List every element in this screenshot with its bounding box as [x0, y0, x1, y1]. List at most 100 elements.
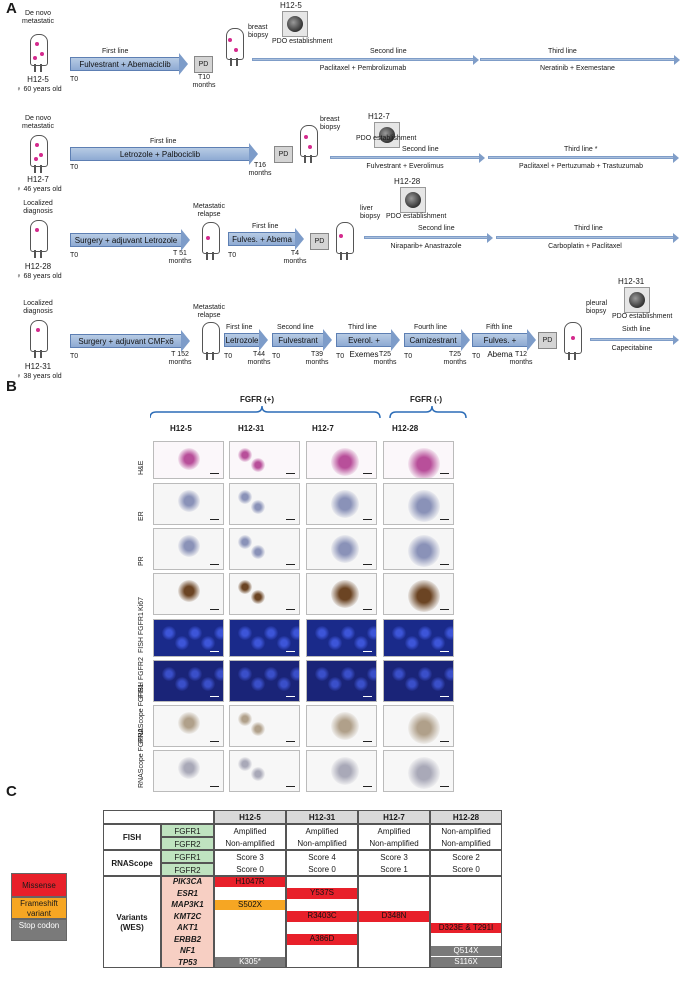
biopsy-line: biopsy [320, 124, 341, 131]
first-line-label: First line [102, 48, 129, 55]
fish-value: Non-amplified [358, 837, 430, 850]
section-label-line: (WES) [120, 923, 144, 932]
variant-cell [287, 899, 357, 910]
biopsy-line: pleural [586, 300, 608, 307]
second-line-arrow [330, 153, 485, 163]
line-t0: T0 [224, 353, 233, 360]
t-surg-unit: months [168, 359, 192, 366]
second-line-label: Second line [402, 146, 439, 153]
t-end-value: T16 [253, 162, 267, 169]
biopsy-line: breast [320, 116, 340, 123]
variant-cell [287, 922, 357, 933]
row-label: Ki67 [138, 596, 145, 611]
header-line: diagnosis [23, 308, 53, 315]
case-header: Localized diagnosis [14, 300, 62, 316]
t-end-value: T44 [252, 351, 266, 358]
line-tend: T25 months [370, 351, 400, 367]
patient-age: ♀ 68 years old [16, 273, 62, 280]
pdo-label: PDO establishment [272, 38, 333, 45]
col-header: H12-7 [312, 424, 334, 433]
case-header: De novo metastatic [14, 10, 62, 26]
variant-cell: S502X [215, 899, 285, 910]
line-t0: T0 [404, 353, 413, 360]
line-tend: T12 months [506, 351, 536, 367]
biopsy-label: breast biopsy [320, 116, 340, 132]
group-neg-label: FGFR (-) [410, 395, 442, 404]
header-line: Localized [23, 300, 53, 307]
gene-label: ESR1 [161, 887, 214, 899]
t-surg-value: T 152 [171, 351, 189, 358]
histology-image [153, 573, 224, 615]
pd-box: PD [274, 146, 293, 163]
pdo-id: H12-31 [618, 277, 645, 286]
histology-image [383, 619, 454, 657]
histology-image [229, 573, 300, 615]
table-header: H12-28 [430, 810, 502, 824]
table-header: H12-31 [286, 810, 358, 824]
gene-label: MAP3K1 [161, 899, 214, 911]
organoid-image [374, 122, 400, 148]
biopsy-label: breast biopsy [248, 24, 268, 40]
histology-image [306, 750, 377, 792]
first-line-label: First line [252, 223, 279, 230]
histology-image [153, 705, 224, 747]
variant-cell [287, 945, 357, 956]
histology-image [306, 483, 377, 525]
group-pos-label: FGFR (+) [240, 395, 274, 404]
t-end-unit: months [192, 82, 216, 89]
surgery-arrow: Surgery + adjuvant Letrozole [70, 229, 190, 251]
rnascope-value: Score 0 [286, 863, 358, 876]
header-line: De novo [24, 115, 52, 122]
t-end-value: T25 [448, 351, 462, 358]
patient-figure [26, 34, 50, 72]
variant-cell: Y537S [287, 888, 357, 899]
biopsy-figure [560, 322, 584, 360]
relapse-label: Metastatic relapse [184, 304, 234, 320]
t0-label: T0 [70, 76, 79, 83]
line-arrow: Camizestrant [404, 329, 470, 351]
histology-image [306, 528, 377, 570]
biopsy-line: biopsy [248, 32, 269, 39]
t0-label: T0 [70, 252, 79, 259]
legend-frameshift: Frameshift variant [11, 897, 67, 919]
rnascope-value: Score 1 [358, 863, 430, 876]
sixth-line-drug: Capecitabine [611, 345, 653, 352]
legend-label: Stop codon [18, 921, 60, 930]
relapse-figure [198, 322, 222, 360]
line-tend: T44 months [244, 351, 274, 367]
histology-image [383, 528, 454, 570]
organoid-image [624, 287, 650, 313]
variant-cell: R3403C [287, 911, 357, 922]
line-arrow: Fulves. + Abema [472, 329, 536, 359]
t-end-unit: months [283, 258, 307, 265]
pd-box: PD [310, 233, 329, 250]
t0-label: T0 [70, 164, 79, 171]
relapse-line: Metastatic [193, 304, 225, 311]
case-header: De novo metastatic [14, 115, 62, 131]
variant-cell [359, 957, 429, 968]
biopsy-line: biopsy [586, 308, 607, 315]
patient-id: H12-7 [27, 175, 49, 184]
line-t0: T0 [336, 353, 345, 360]
section-label-line: Variants [116, 913, 148, 922]
third-line-arrow [496, 233, 679, 243]
col-header: H12-28 [392, 424, 419, 433]
legend-label: Frameshift variant [20, 899, 58, 918]
variant-cell: H1047R [215, 876, 285, 887]
case-header: Localized diagnosis [14, 200, 62, 216]
pd-box: PD [194, 56, 213, 73]
variant-cell [359, 945, 429, 956]
fish-value: Non-amplified [214, 837, 286, 850]
group-brackets [150, 405, 467, 419]
gene-label: FGFR2 [161, 837, 214, 850]
line-t0: T0 [272, 353, 281, 360]
t-surgery-label: T 51 months [160, 250, 200, 266]
variant-cell [431, 911, 501, 922]
row-label: H&E [138, 460, 145, 475]
first-line-label: First line [150, 138, 177, 145]
fish-value: Non-amplified [430, 837, 502, 850]
relapse-line: Metastatic [193, 203, 225, 210]
line-arrow: Letrozole [224, 329, 268, 351]
t-end-unit: months [509, 359, 533, 366]
variant-cell [215, 922, 285, 933]
